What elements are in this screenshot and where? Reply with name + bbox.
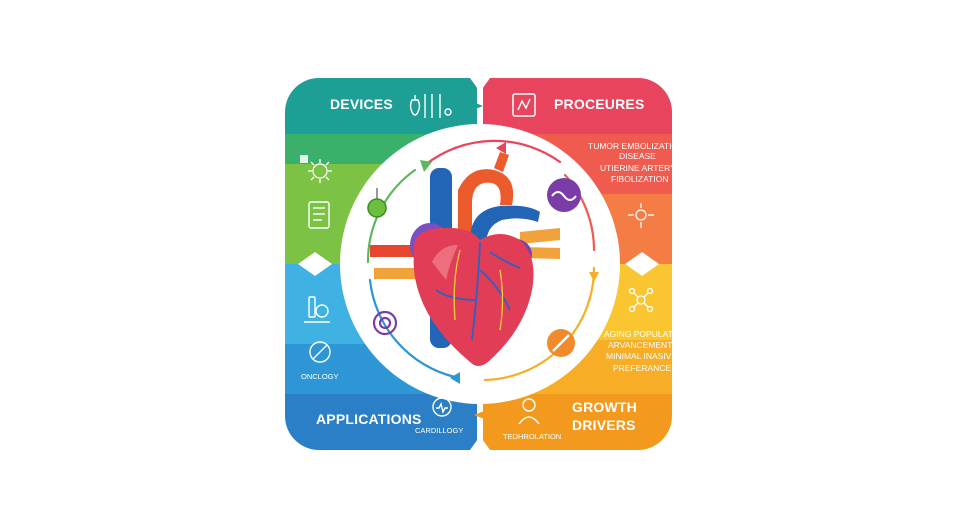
target-icon: [628, 203, 654, 228]
small-square-icon: [300, 155, 308, 163]
coil-icon: [372, 310, 398, 336]
procedures-title: PROCEURES: [554, 96, 645, 112]
green-sphere-icon: [367, 188, 387, 218]
notch-right: [625, 252, 659, 276]
syringe-icon: [547, 329, 575, 357]
growth-title-line2: DRIVERS: [572, 417, 636, 433]
cardiology-label: CARDILLOGY: [415, 426, 464, 435]
coronary-vessels: [435, 241, 521, 341]
pulmonary-left-2: [374, 268, 420, 279]
notch-bottom-arrow: [474, 409, 489, 421]
vessel-icon: [547, 178, 581, 212]
notch-left: [298, 252, 332, 276]
vertical-gap-top: [477, 70, 483, 170]
growth-item-1: AGING POPULATION: [604, 329, 688, 339]
cardiology-icon: [432, 397, 452, 417]
aorta-branch: [494, 152, 509, 172]
virus-icon: [308, 159, 332, 183]
pulmonary-right: [520, 228, 560, 244]
procedures-item-3: UTIERINE ARTERY: [600, 163, 676, 173]
band-orange: [483, 394, 672, 450]
notch-top: [470, 78, 490, 92]
procedures-item-2: DISEASE: [619, 151, 656, 161]
arrow-head-2: [450, 372, 460, 384]
arrow-head-4: [496, 142, 506, 154]
growth-item-4: PREFERANCE: [613, 363, 672, 373]
no-cancer-icon: [309, 341, 331, 363]
devices-title: DEVICES: [330, 96, 393, 112]
clipboard-icon: [308, 201, 330, 229]
ventricle-highlight: [432, 245, 458, 280]
band-teal: [285, 78, 477, 134]
medical-tools-icon: [409, 94, 452, 118]
growth-item-3: MINIMAL INASIVE: [606, 351, 678, 361]
aorta: [458, 169, 514, 240]
procedures-item-1: TUMOR EMBOLIZATION: [588, 141, 685, 151]
procedures-item-4: FIBOLIZATION: [611, 174, 669, 184]
pulmonary-left: [370, 245, 420, 257]
vertical-gap-bottom: [477, 360, 483, 460]
growth-title-line1: GROWTH: [572, 399, 637, 415]
person-icon: [518, 398, 540, 425]
heart-illustration: [370, 152, 560, 366]
arrow-head-3: [589, 272, 599, 282]
applications-title: APPLICATIONS: [316, 411, 422, 427]
network-icon: [628, 287, 654, 313]
technology-label: TEDHROLATION: [503, 432, 562, 441]
coronary-arteries: [453, 249, 504, 331]
arrow-head-1: [420, 160, 432, 172]
band-darkblue: [285, 394, 477, 450]
notch-bottom: [470, 436, 490, 450]
growth-item-2: ARVANCEMENTS: [608, 340, 679, 350]
band-crimson: [483, 78, 672, 134]
notch-mid-top-arrow: [468, 100, 483, 112]
pulmonary-artery: [470, 205, 540, 245]
document-chart-icon: [512, 93, 536, 117]
oncology-label: ONCLOGY: [301, 372, 339, 381]
microscope-icon: [304, 296, 330, 323]
